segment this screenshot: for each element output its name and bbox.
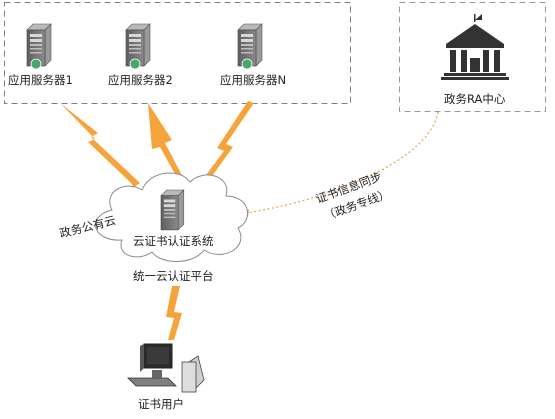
server-icon-2: [125, 23, 151, 70]
lightning-link-server2: [148, 103, 186, 185]
server-icon-1: [26, 23, 52, 70]
lightning-link-server3: [200, 101, 254, 186]
globe-badge-icon: [241, 58, 253, 70]
server-label-n: 应用服务器N: [220, 73, 287, 87]
ra-center-label: 政务RA中心: [444, 92, 506, 106]
server-group-box: [4, 2, 351, 104]
cloud-system-label: 云证书认证系统: [133, 234, 214, 248]
server-icon-n: [237, 23, 263, 70]
platform-label: 统一云认证平台: [133, 269, 214, 283]
globe-badge-icon: [30, 58, 42, 70]
cloud-server-icon: [160, 189, 185, 231]
user-label: 证书用户: [138, 397, 184, 411]
desktop-computer-icon: [127, 343, 205, 393]
sync-arrow: [240, 111, 439, 217]
globe-badge-icon: [129, 58, 141, 70]
ra-center-box: [399, 2, 546, 112]
lightning-link-server1: [60, 103, 140, 187]
lightning-link-user: [166, 286, 182, 340]
server-label-2: 应用服务器2: [108, 73, 173, 87]
government-building-icon: [441, 14, 509, 80]
lightning-links: [60, 101, 254, 340]
server-label-1: 应用服务器1: [8, 73, 73, 87]
